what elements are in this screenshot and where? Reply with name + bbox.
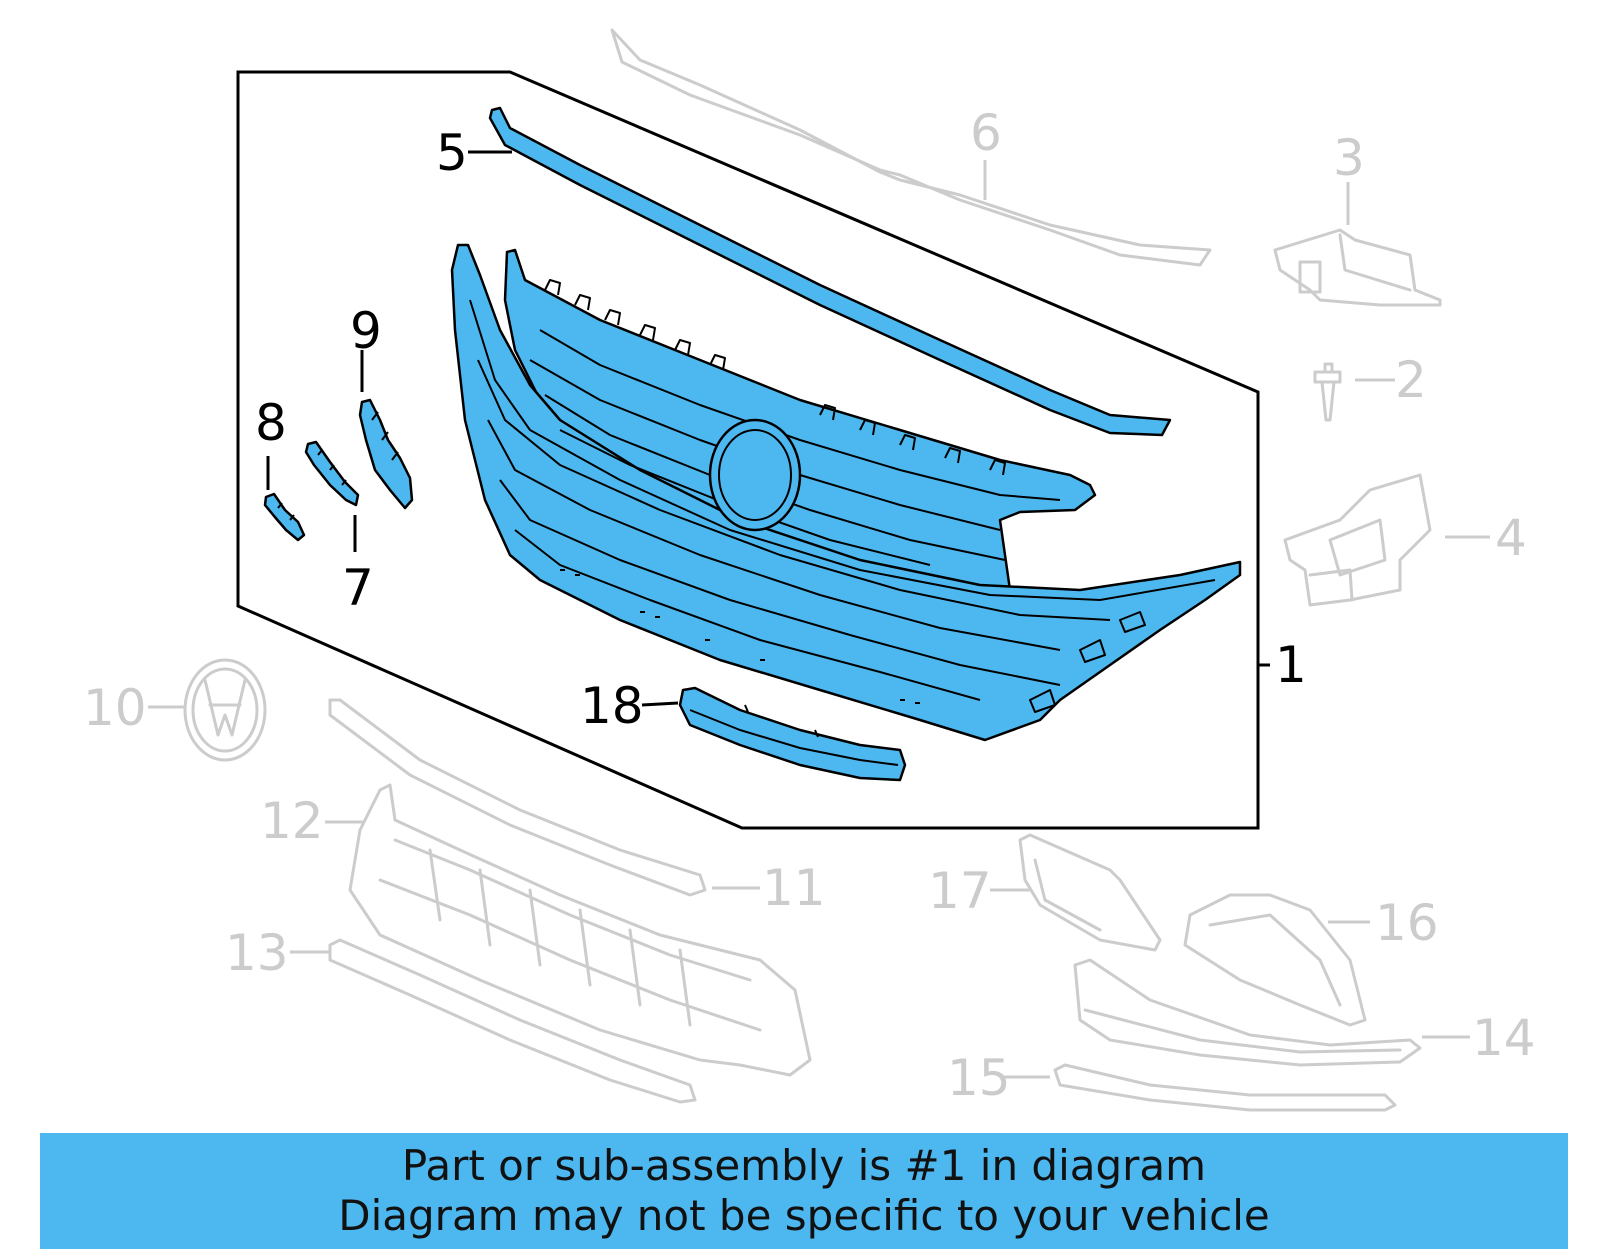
part-14-lower-trim xyxy=(1073,958,1422,1067)
part-15-chrome-strip xyxy=(1053,1063,1397,1112)
callout-17: 17 xyxy=(928,862,992,920)
callout-2: 2 xyxy=(1395,351,1427,409)
info-banner: Part or sub-assembly is #1 in diagram Di… xyxy=(40,1133,1568,1249)
callout-14: 14 xyxy=(1472,1009,1536,1067)
callout-18: 18 xyxy=(580,677,644,735)
part-4-bracket xyxy=(1283,473,1432,607)
callout-12: 12 xyxy=(260,792,324,850)
callout-10: 10 xyxy=(83,679,147,737)
banner-line-1: Part or sub-assembly is #1 in diagram xyxy=(401,1141,1207,1190)
part-17-insert xyxy=(1018,833,1162,952)
leader-arrows xyxy=(148,150,1490,1079)
callout-5: 5 xyxy=(436,124,468,182)
part-9-side-insert[interactable] xyxy=(358,398,414,510)
part-2-screw xyxy=(1313,362,1342,422)
banner-line-2: Diagram may not be specific to your vehi… xyxy=(338,1191,1270,1240)
part-6-upper-trim xyxy=(610,28,1212,267)
part-3-bracket xyxy=(1273,228,1442,307)
part-1-grille-assembly[interactable] xyxy=(450,243,1242,742)
callout-4: 4 xyxy=(1495,509,1527,567)
part-8-side-trim[interactable] xyxy=(263,492,306,542)
callout-11: 11 xyxy=(762,859,826,917)
callout-3: 3 xyxy=(1333,129,1365,187)
callout-7: 7 xyxy=(342,559,374,617)
part-10-emblem xyxy=(183,658,267,762)
callout-9: 9 xyxy=(350,302,382,360)
assembly-frame xyxy=(236,70,1260,830)
part-18-lower-molding[interactable] xyxy=(678,686,907,782)
callout-16: 16 xyxy=(1375,894,1439,952)
callout-8: 8 xyxy=(255,394,287,452)
part-12-lower-grille xyxy=(348,783,812,1077)
part-11-lower-strip xyxy=(328,698,707,897)
part-16-fog-trim xyxy=(1183,893,1367,1027)
part-7-side-trim[interactable] xyxy=(304,440,360,507)
callout-6: 6 xyxy=(970,104,1002,162)
callout-13: 13 xyxy=(225,924,289,982)
part-5-upper-molding[interactable] xyxy=(488,106,1172,437)
callout-1: 1 xyxy=(1275,636,1307,694)
callout-15: 15 xyxy=(947,1049,1011,1107)
part-13-lower-strip xyxy=(328,938,697,1104)
